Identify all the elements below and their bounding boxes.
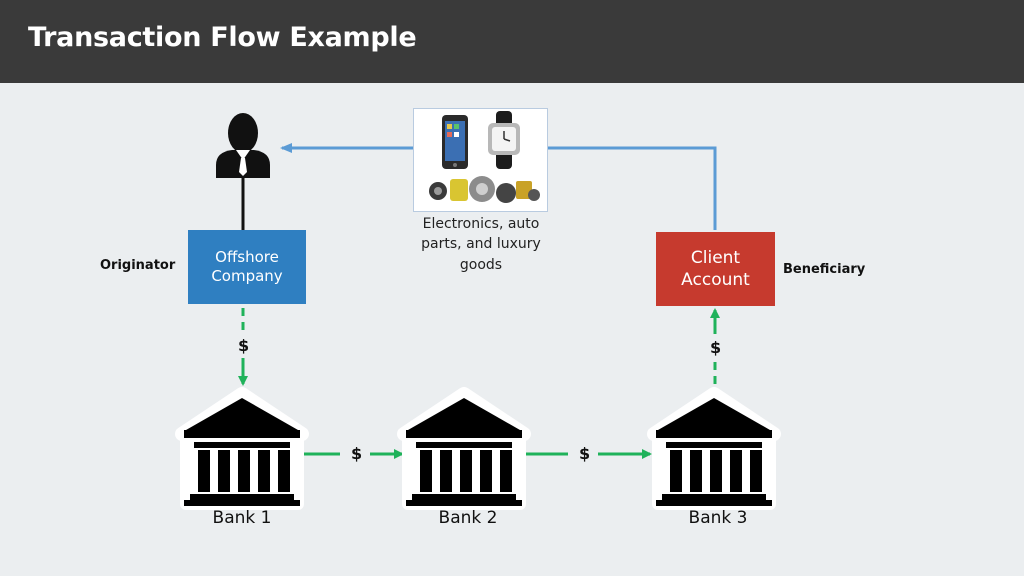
bank-label: Bank 1	[212, 508, 272, 528]
slide-header: Transaction Flow Example	[0, 0, 1024, 83]
goods-image	[413, 108, 548, 212]
bank-label: Bank 2	[438, 508, 498, 528]
offshore-company-line: Company	[211, 267, 283, 285]
money-symbol: $	[351, 444, 363, 463]
bank-icon	[182, 394, 302, 506]
bank-icon	[654, 394, 774, 506]
client-account-box: Client Account	[656, 232, 775, 306]
beneficiary-label: Beneficiary	[783, 262, 866, 277]
goods-caption-line: parts, and luxury	[421, 236, 541, 253]
goods-caption: Electronics, auto parts, and luxury good…	[406, 214, 556, 275]
watch-icon	[488, 111, 520, 169]
originator-label: Originator	[100, 258, 176, 273]
goods-caption-line: goods	[459, 256, 503, 273]
person-icon	[216, 113, 270, 178]
bank-label: Bank 3	[688, 508, 748, 528]
goods-line-right	[546, 146, 717, 230]
client-account-line: Account	[681, 270, 750, 290]
offshore-company-line: Offshore	[215, 247, 279, 266]
bank-icon	[404, 394, 524, 506]
offshore-company-box: Offshore Company	[188, 230, 306, 304]
money-symbol: $	[579, 444, 591, 463]
money-symbol: $	[710, 338, 722, 357]
client-account-line: Client	[690, 247, 741, 268]
smartphone-icon	[442, 115, 468, 169]
goods-caption-line: Electronics, auto	[422, 216, 540, 232]
auto-parts-icon	[429, 176, 540, 203]
money-symbol: $	[238, 336, 250, 355]
slide-title: Transaction Flow Example	[28, 22, 417, 53]
